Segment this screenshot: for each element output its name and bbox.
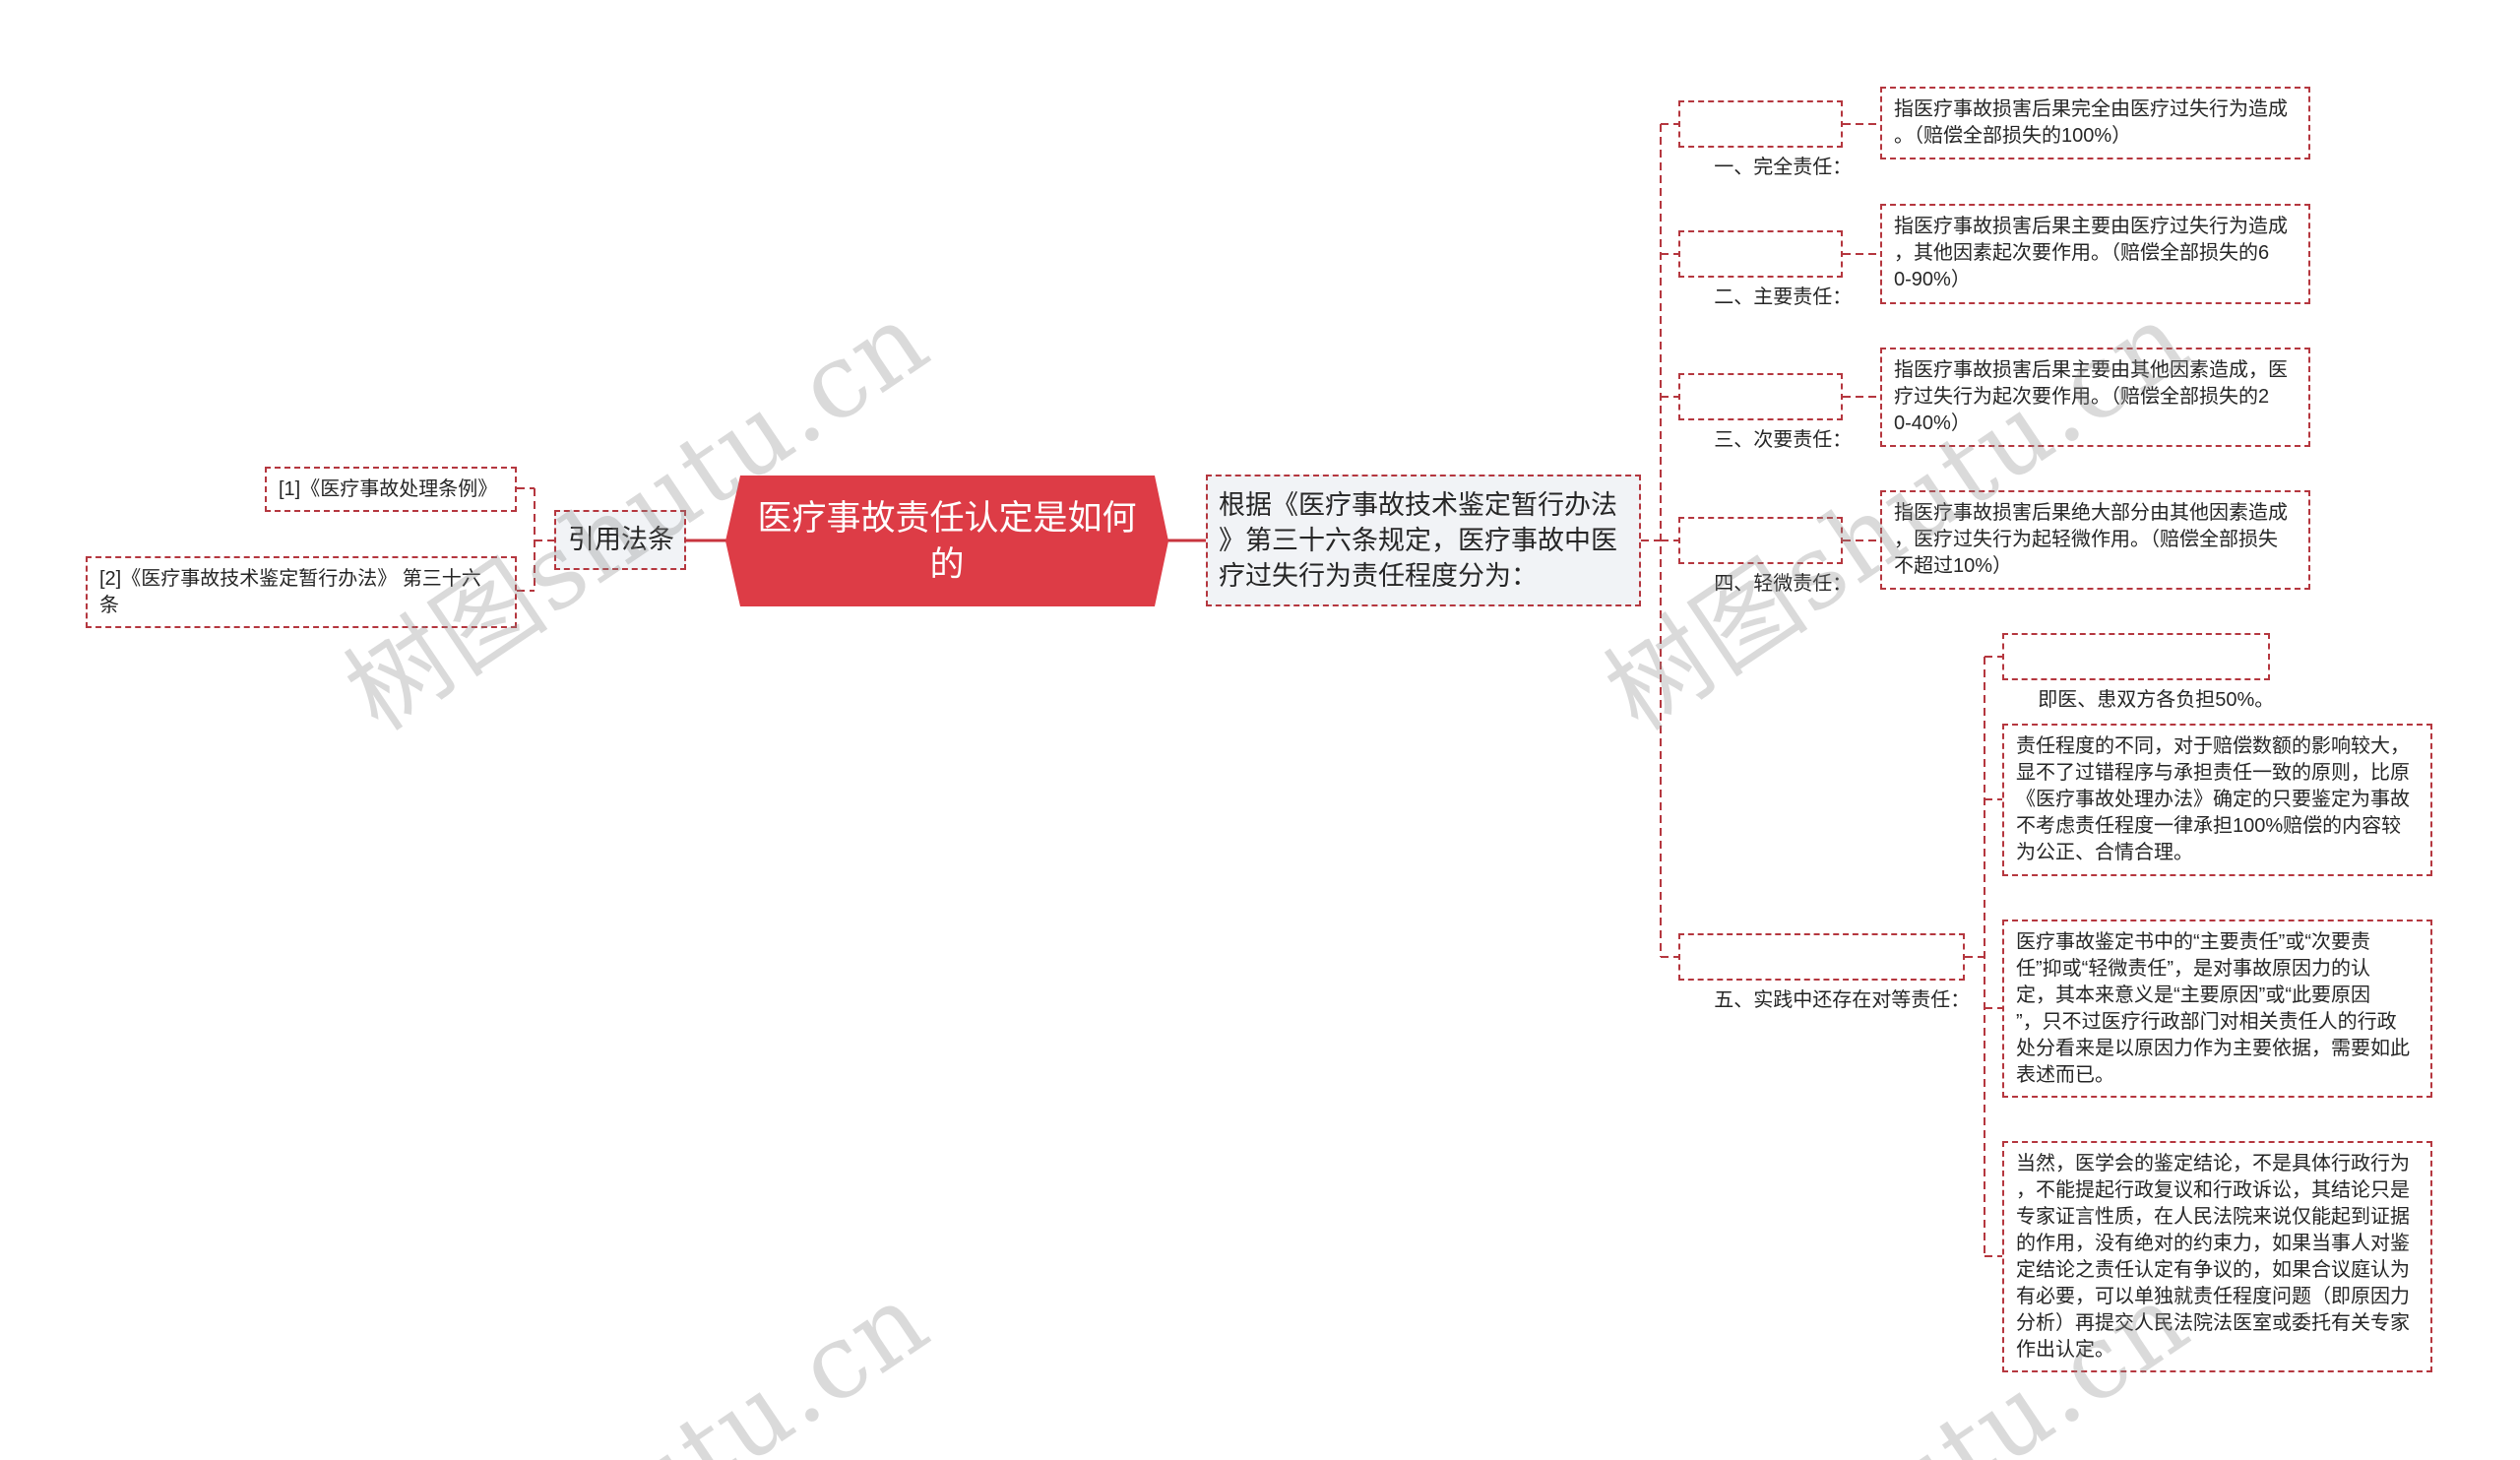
cited-laws-node[interactable]: 引用法条 <box>554 510 686 570</box>
cited-laws-label: 引用法条 <box>568 525 674 554</box>
detail-node-full-liability[interactable]: 指医疗事故损害后果完全由医疗过失行为造成 。（赔偿全部损失的100%） <box>1880 87 2310 159</box>
liability-classification-node[interactable]: 根据《医疗事故技术鉴定暂行办法 》第三十六条规定，医疗事故中医 疗过失行为责任程… <box>1206 475 1641 606</box>
child-node-minor-liability[interactable]: 三、次要责任： <box>1678 373 1852 451</box>
cited-law-item-1[interactable]: [1]《医疗事故处理条例》 <box>265 467 517 512</box>
child-node-major-liability[interactable]: 二、主要责任： <box>1678 230 1852 308</box>
child-node-equal-liability[interactable]: 五、实践中还存在对等责任： <box>1678 933 1970 1011</box>
child-node-label: 五、实践中还存在对等责任： <box>1714 989 1971 1011</box>
sub-item-text: 医疗事故鉴定书中的“主要责任”或“次要责 任”抑或“轻微责任”，是对事故原因力的… <box>2016 931 2410 1086</box>
sub-item-text: 责任程度的不同，对于赔偿数额的影响较大， 显不了过错程序与承担责任一致的原则，比… <box>2016 735 2410 863</box>
equal-liability-sub-1[interactable]: 即医、患双方各负担50%。 <box>2002 633 2274 711</box>
detail-node-minor-liability[interactable]: 指医疗事故损害后果主要由其他因素造成，医 疗过失行为起次要作用。（赔偿全部损失的… <box>1880 348 2310 447</box>
child-node-full-liability[interactable]: 一、完全责任： <box>1678 100 1852 178</box>
sub-item-text: 当然，医学会的鉴定结论，不是具体行政行为 ，不能提起行政复议和行政诉讼，其结论只… <box>2016 1153 2410 1361</box>
equal-liability-sub-2[interactable]: 责任程度的不同，对于赔偿数额的影响较大， 显不了过错程序与承担责任一致的原则，比… <box>2002 724 2432 876</box>
liability-classification-text: 根据《医疗事故技术鉴定暂行办法 》第三十六条规定，医疗事故中医 疗过失行为责任程… <box>1219 490 1617 591</box>
central-topic-node[interactable]: 医疗事故责任认定是如何 的 <box>725 476 1168 606</box>
child-node-label: 一、完全责任： <box>1714 157 1853 178</box>
cited-law-text: [2]《医疗事故技术鉴定暂行办法》 第三十六 条 <box>99 568 481 616</box>
child-node-label: 二、主要责任： <box>1714 286 1853 308</box>
detail-text: 指医疗事故损害后果完全由医疗过失行为造成 。（赔偿全部损失的100%） <box>1894 98 2288 147</box>
cited-law-text: [1]《医疗事故处理条例》 <box>279 478 498 500</box>
child-node-label: 三、次要责任： <box>1714 429 1853 451</box>
detail-node-major-liability[interactable]: 指医疗事故损害后果主要由医疗过失行为造成 ，其他因素起次要作用。（赔偿全部损失的… <box>1880 204 2310 304</box>
cited-law-item-2[interactable]: [2]《医疗事故技术鉴定暂行办法》 第三十六 条 <box>86 556 517 628</box>
detail-node-slight-liability[interactable]: 指医疗事故损害后果绝大部分由其他因素造成 ，医疗过失行为起轻微作用。（赔偿全部损… <box>1880 490 2310 590</box>
detail-text: 指医疗事故损害后果主要由医疗过失行为造成 ，其他因素起次要作用。（赔偿全部损失的… <box>1894 216 2288 290</box>
sub-item-text: 即医、患双方各负担50%。 <box>2038 689 2275 711</box>
child-node-label: 四、轻微责任： <box>1714 573 1853 595</box>
equal-liability-sub-3[interactable]: 医疗事故鉴定书中的“主要责任”或“次要责 任”抑或“轻微责任”，是对事故原因力的… <box>2002 920 2432 1098</box>
child-node-slight-liability[interactable]: 四、轻微责任： <box>1678 517 1852 595</box>
central-topic-text: 医疗事故责任认定是如何 的 <box>757 499 1137 584</box>
detail-text: 指医疗事故损害后果绝大部分由其他因素造成 ，医疗过失行为起轻微作用。（赔偿全部损… <box>1894 502 2288 577</box>
equal-liability-sub-4[interactable]: 当然，医学会的鉴定结论，不是具体行政行为 ，不能提起行政复议和行政诉讼，其结论只… <box>2002 1141 2432 1372</box>
detail-text: 指医疗事故损害后果主要由其他因素造成，医 疗过失行为起次要作用。（赔偿全部损失的… <box>1894 359 2288 434</box>
